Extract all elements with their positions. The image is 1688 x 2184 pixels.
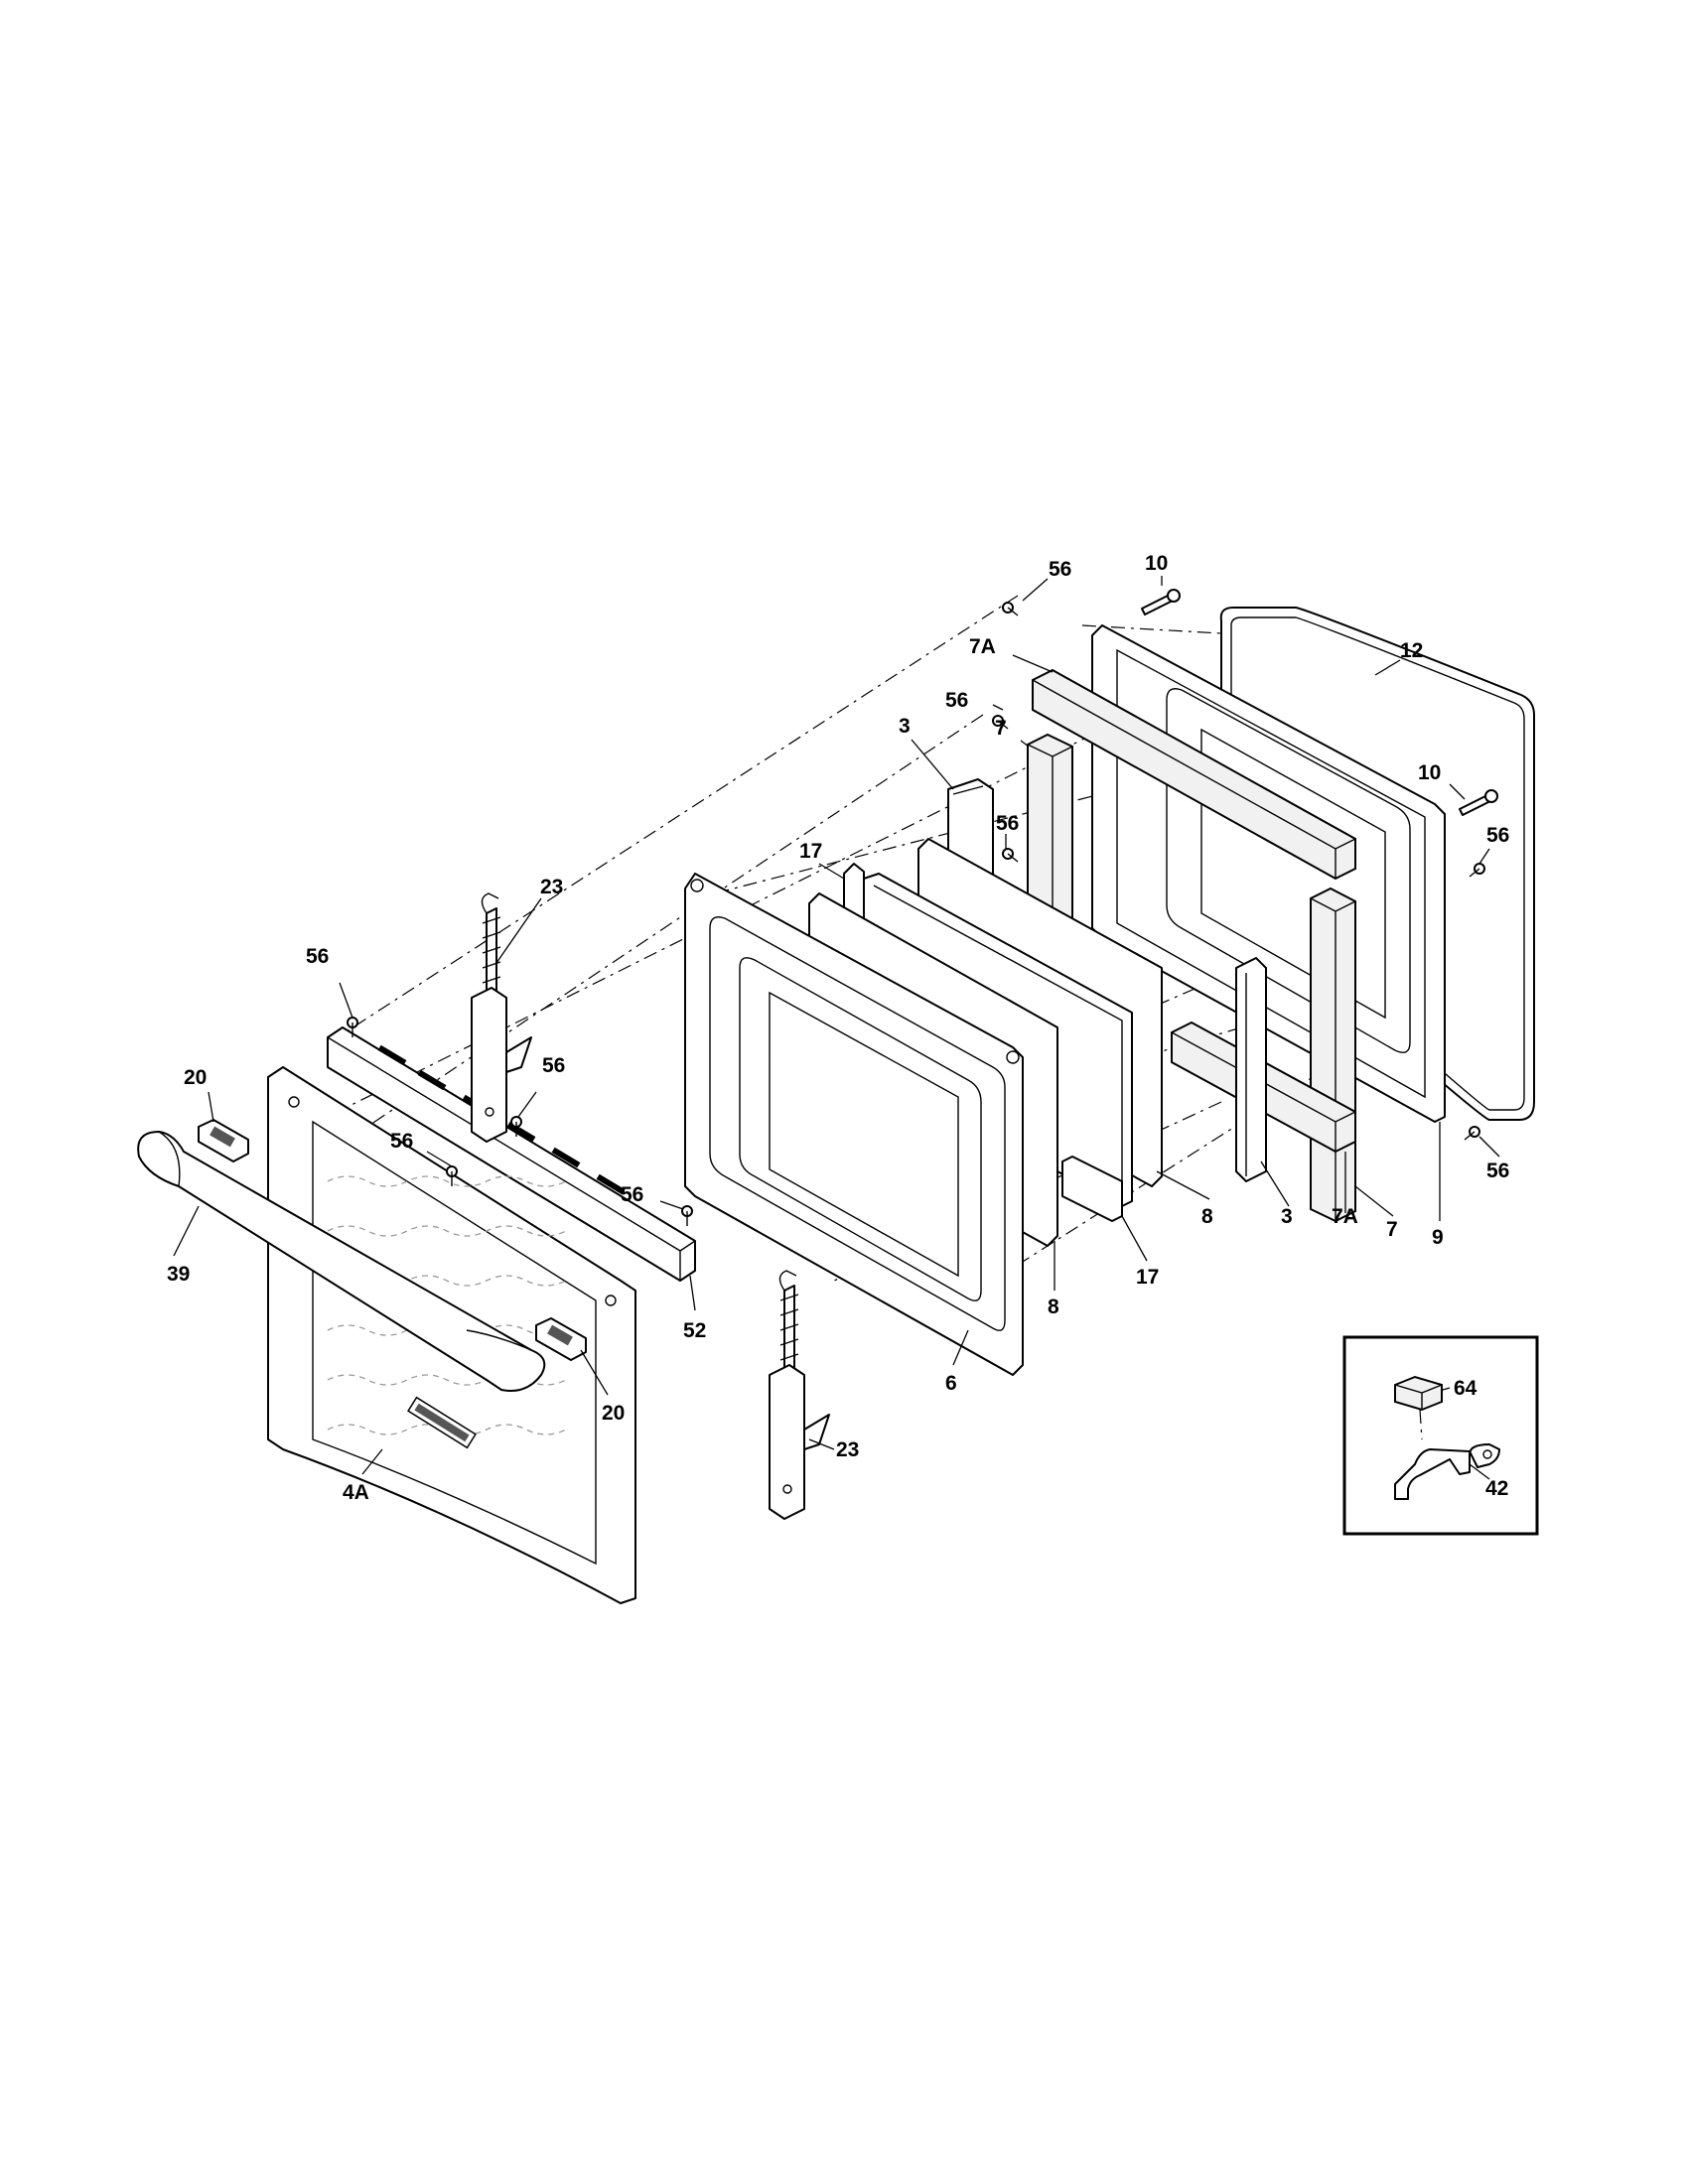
- screw-icon: [681, 1205, 693, 1226]
- callout-7A: 7A: [969, 635, 996, 658]
- part-39-door-handle: [137, 1131, 546, 1392]
- callout-20: 20: [602, 1402, 625, 1425]
- part-7-side-spacer-bottom: [1310, 887, 1356, 1223]
- callout-56: 56: [945, 689, 968, 712]
- part-3-bracket-bottom: [1235, 957, 1267, 1182]
- callout-3: 3: [1281, 1205, 1293, 1228]
- callout-56: 56: [1049, 558, 1071, 581]
- part-64-spacer-block: [1394, 1375, 1443, 1412]
- callout-56: 56: [621, 1183, 643, 1206]
- screw-icon: [1141, 589, 1181, 615]
- callout-17: 17: [1136, 1266, 1159, 1289]
- screw-icon: [1464, 1126, 1480, 1141]
- callout-23: 23: [540, 876, 563, 898]
- callout-7: 7: [995, 717, 1007, 740]
- part-23-hinge-top: [471, 892, 532, 1143]
- callout-8: 8: [1201, 1205, 1213, 1228]
- callout-20: 20: [184, 1066, 207, 1089]
- callout-56: 56: [1486, 824, 1509, 847]
- leader-lines: [173, 576, 1500, 1475]
- callout-64: 64: [1454, 1377, 1477, 1400]
- callout-56: 56: [996, 812, 1019, 835]
- part-20-handle-endcap-left: [198, 1119, 249, 1162]
- screws-part-56: [347, 602, 1485, 1226]
- part-20-handle-endcap-right: [535, 1317, 587, 1361]
- callout-56: 56: [390, 1130, 413, 1153]
- callout-7: 7: [1386, 1218, 1398, 1241]
- part-42-clip-bracket: [1394, 1443, 1500, 1500]
- screw-icon: [992, 715, 1009, 730]
- callout-56: 56: [306, 945, 329, 968]
- callout-4A: 4A: [343, 1481, 369, 1504]
- screws-part-10: [1141, 589, 1498, 816]
- callout-10: 10: [1145, 552, 1168, 575]
- callout-8: 8: [1048, 1296, 1059, 1318]
- screw-icon: [1002, 848, 1019, 863]
- callout-42: 42: [1485, 1477, 1508, 1500]
- callout-39: 39: [167, 1263, 190, 1286]
- part-7A-top-spacer: [1032, 668, 1356, 881]
- callout-56: 56: [1486, 1160, 1509, 1182]
- callout-7A: 7A: [1332, 1205, 1358, 1228]
- part-6-inner-door-frame: [684, 873, 1024, 1376]
- callout-6: 6: [945, 1372, 957, 1395]
- callout-23: 23: [836, 1438, 859, 1461]
- inset-detail-box: [1342, 1335, 1539, 1536]
- part-23-hinge-bottom: [769, 1270, 830, 1520]
- callout-52: 52: [683, 1319, 706, 1342]
- callout-3: 3: [899, 715, 911, 738]
- screw-icon: [1459, 789, 1498, 816]
- brand-logo-badge: [407, 1396, 477, 1449]
- callout-12: 12: [1400, 639, 1423, 662]
- callout-9: 9: [1432, 1226, 1444, 1249]
- part-52-top-vent-trim: [327, 1026, 696, 1282]
- callout-10: 10: [1418, 761, 1441, 784]
- callout-17: 17: [799, 840, 822, 863]
- screw-icon: [1002, 602, 1019, 616]
- callout-labels: 56 10 7A 12 56 7 3 56 10 56 17 23 56 56 …: [167, 552, 1509, 1504]
- callout-56: 56: [542, 1054, 565, 1077]
- screw-icon: [510, 1116, 522, 1137]
